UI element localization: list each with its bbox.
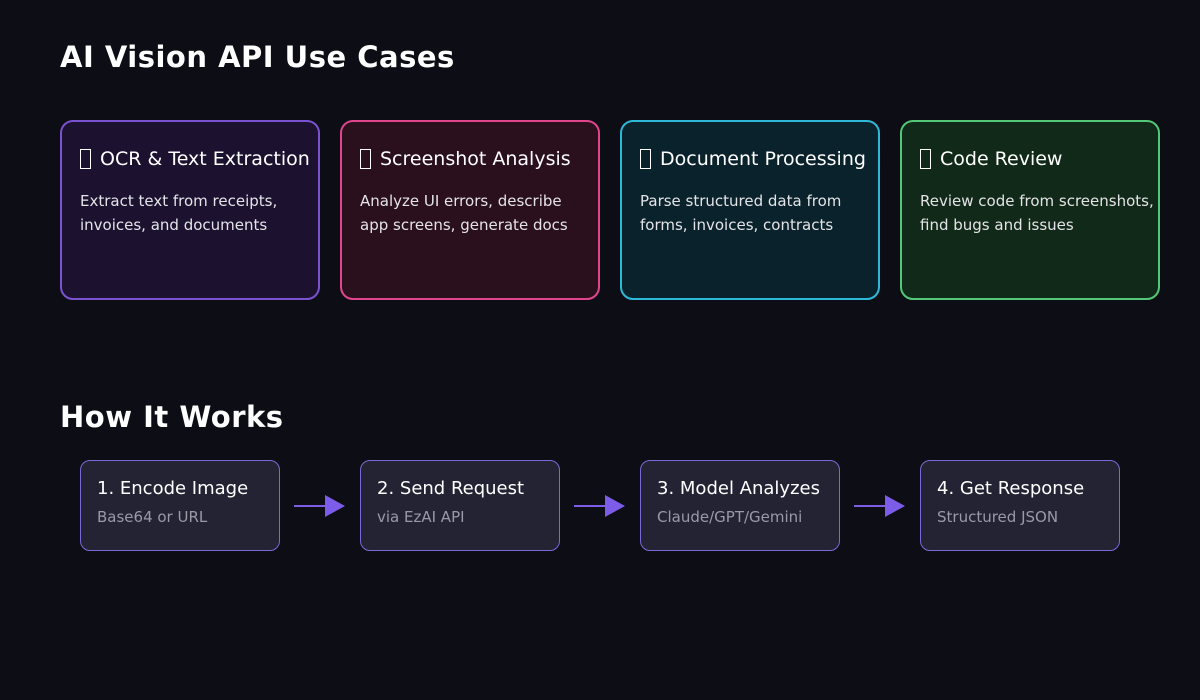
screenshot-emoji-placeholder-icon — [360, 149, 371, 169]
card-ocr-text-extraction: OCR & Text Extraction Extract text from … — [60, 120, 320, 300]
step-subtitle: Claude/GPT/Gemini — [657, 508, 803, 526]
step-encode-image: 1. Encode Image Base64 or URL — [80, 460, 280, 551]
document-emoji-placeholder-icon — [640, 149, 651, 169]
use-cases-heading: AI Vision API Use Cases — [60, 40, 455, 74]
how-it-works-heading: How It Works — [60, 400, 284, 434]
step-title: 1. Encode Image — [97, 478, 249, 499]
step-send-request: 2. Send Request via EzAI API — [360, 460, 560, 551]
use-case-cards-row: OCR & Text Extraction Extract text from … — [60, 120, 1160, 300]
code-review-emoji-placeholder-icon — [920, 149, 931, 169]
step-subtitle: Base64 or URL — [97, 508, 208, 526]
card-description: Review code from screenshots, find bugs … — [920, 192, 1154, 234]
step-subtitle: via EzAI API — [377, 508, 465, 526]
step-title: 3. Model Analyzes — [657, 478, 820, 499]
card-title: Document Processing — [640, 148, 866, 170]
right-arrow-icon — [294, 494, 345, 517]
ocr-emoji-placeholder-icon — [80, 149, 91, 169]
right-arrow-icon — [854, 494, 905, 517]
step-title: 4. Get Response — [937, 478, 1085, 499]
card-title-text: Screenshot Analysis — [380, 148, 571, 170]
page: AI Vision API Use Cases OCR & Text Extra… — [60, 40, 1160, 551]
card-description: Analyze UI errors, describe app screens,… — [360, 192, 568, 234]
card-title: Screenshot Analysis — [360, 148, 580, 170]
card-screenshot-analysis: Screenshot Analysis Analyze UI errors, d… — [340, 120, 600, 300]
step-title: 2. Send Request — [377, 478, 525, 499]
right-arrow-icon — [574, 494, 625, 517]
card-document-processing: Document Processing Parse structured dat… — [620, 120, 880, 300]
step-get-response: 4. Get Response Structured JSON — [920, 460, 1120, 551]
card-title-text: OCR & Text Extraction — [100, 148, 310, 170]
step-subtitle: Structured JSON — [937, 508, 1059, 526]
card-title-text: Document Processing — [660, 148, 866, 170]
card-title: OCR & Text Extraction — [80, 148, 310, 170]
card-description: Extract text from receipts, invoices, an… — [80, 192, 278, 234]
card-description: Parse structured data from forms, invoic… — [640, 192, 842, 234]
card-title: Code Review — [920, 148, 1140, 170]
step-model-analyzes: 3. Model Analyzes Claude/GPT/Gemini — [640, 460, 840, 551]
workflow-steps-row: 1. Encode Image Base64 or URL 2. Send Re… — [80, 460, 1160, 551]
card-title-text: Code Review — [940, 148, 1063, 170]
card-code-review: Code Review Review code from screenshots… — [900, 120, 1160, 300]
